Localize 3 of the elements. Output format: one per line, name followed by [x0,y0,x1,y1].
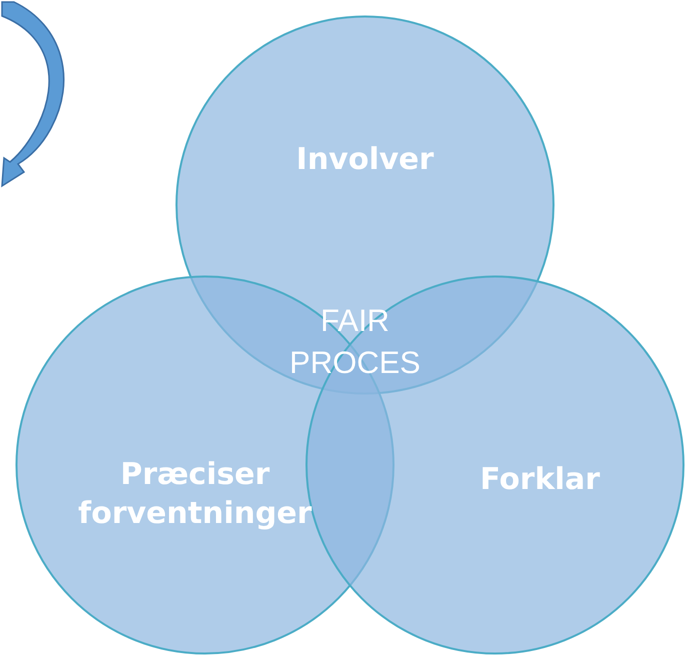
circle-label: Forklar [479,461,601,499]
circle-label: Præciser forventninger [77,456,313,533]
circle-label: Involver [295,141,435,179]
